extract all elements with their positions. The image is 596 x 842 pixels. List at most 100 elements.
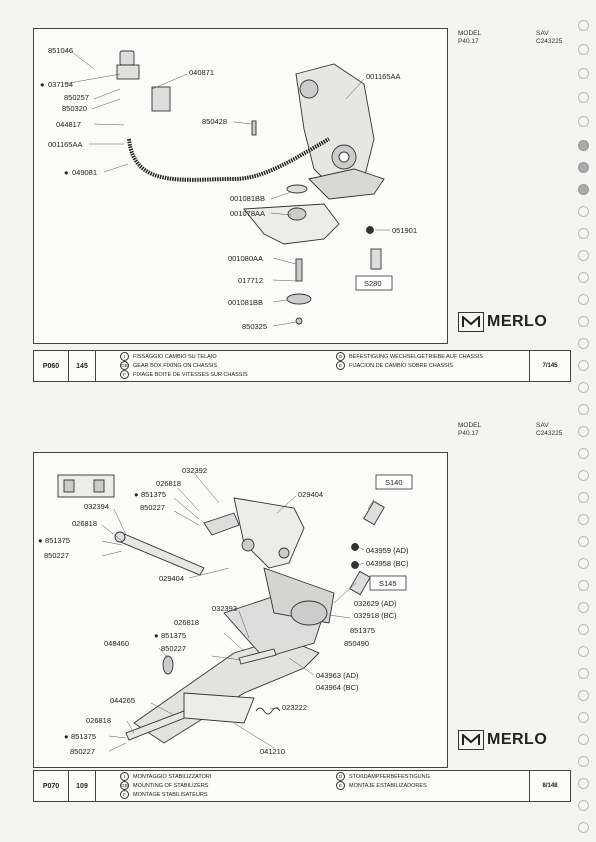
part-label: 001081BB [230,194,265,203]
sav-label: SAV [536,422,549,429]
part-label: 026818 [86,716,111,725]
part-label: 850320 [62,104,87,113]
part-label: 043959 (AD) [366,546,409,555]
bracket [116,64,140,80]
footer-1: P060 145 I FISSAGGIO CAMBIO SU TELAIO GB G… [33,350,571,382]
part-label: 851375 [141,490,166,499]
part-label: 001165AA [366,72,400,81]
binder-holes [576,0,592,842]
dot-043958 [351,561,359,569]
connector-label: S140 [385,478,403,487]
brand-name: MERLO [487,731,548,748]
model-label: MODEL [458,30,482,37]
part-label: 851375 [161,631,186,640]
lang-code: GB [120,361,129,370]
part-label: 026818 [72,519,97,528]
caption: GEAR BOX FIXING ON CHASSIS [133,362,218,369]
footer-number: 145 [69,351,96,381]
connector-label: S280 [364,279,382,288]
part-label: 850227 [140,503,165,512]
footer-code: P070 [34,771,69,801]
part-label: 048460 [104,639,129,648]
model-value: P40.17 [458,38,479,45]
part-label: 043963 (AD) [316,671,359,680]
lang-code: E [336,361,345,370]
lang-code: F [120,790,129,799]
lang-code: D [336,772,345,781]
connector-label: S145 [379,579,397,588]
lang-code: D [336,352,345,361]
model-label: MODEL [458,422,482,429]
part-label: 026818 [156,479,181,488]
part-label: 032394 [84,502,109,511]
part-label: 001080AA [228,254,263,263]
footer-code: P060 [34,351,69,381]
sensor-box [151,86,171,112]
part-label: 850428 [202,117,227,126]
model-block: MODEL P40.17 [458,30,481,46]
washer [162,655,174,675]
sav-block: SAV C243225 [536,30,562,46]
sheet-1: MODEL P40.17 SAV C243225 [0,0,596,400]
part-label: 044817 [56,120,81,129]
part-label: 851046 [48,46,73,55]
merlo-mark-icon [458,730,484,750]
part-label: 850490 [344,639,369,648]
footer-page: 8/148 [529,771,570,801]
lang-code: I [120,772,129,781]
part-label: 851375 [71,732,96,741]
caption: MONTAGGIO STABILIZZATORI [133,773,212,780]
caption: BEFESTIGUNG WECHSELGETRIEBE AUF CHASSIS [349,353,483,360]
sav-label: SAV [536,30,549,37]
part-label: 851375 [45,536,70,545]
part-label: 041210 [260,747,285,756]
spring-023222 [255,707,281,715]
spring-hose [127,137,330,182]
merlo-logo: MERLO [458,312,547,332]
sav-value: C243225 [536,38,563,45]
part-label: 850227 [70,747,95,756]
caption: MONTAJE ESTABILIZADORES [349,782,427,789]
part-label: 051901 [392,226,417,235]
merlo-mark-icon [458,312,484,332]
part-label: 032393 [212,604,237,613]
part-label: ● [64,732,69,741]
part-label: 037154 [48,80,73,89]
part-label: 001081BB [228,298,263,307]
chassis-plate [243,203,340,245]
part-label: 032392 [182,466,207,475]
caption: FIJACION DE CAMBIO SOBRE CHASSIS [349,362,453,369]
gearbox-diagram: 851046 ● 037154 850257 850320 044817 001… [40,46,417,331]
caption: STOßDÄMPFERBEFESTIGUNG [349,773,430,780]
caption: MONTAGE STABILISATEURS [133,791,208,798]
footer-captions: I FISSAGGIO CAMBIO SU TELAIO GB GEAR BOX F… [96,351,529,381]
part-label: ● [154,631,159,640]
lang-code: F [120,370,129,379]
part-label: ● [40,80,45,89]
part-label: 026818 [174,618,199,627]
part-label: 043958 (BC) [366,559,409,568]
part-label: 040871 [189,68,214,77]
part-label: 017712 [238,276,263,285]
exploded-drawing-1: 851046 ● 037154 850257 850320 044817 001… [33,28,448,344]
part-label: 850227 [161,644,186,653]
caption: FIXAGE BOITE DE VITESSES SUR CHASSIS [133,371,248,378]
caption: FISSAGGIO CAMBIO SU TELAIO [133,353,217,360]
top-frame [233,497,305,569]
part-label: 850227 [44,551,69,560]
brand-name: MERLO [487,313,548,330]
part-label: ● [64,168,69,177]
part-label: 001078AA [230,209,265,218]
part-label: 032918 (BC) [354,611,397,620]
exploded-drawing-2: 032392 026818 ● 851375 850227 029404 032… [33,452,448,768]
sav-block: SAV C243225 [536,422,562,438]
merlo-logo: MERLO [458,730,547,750]
lang-code: I [120,352,129,361]
footer-number: 109 [69,771,96,801]
part-label: ● [134,490,139,499]
part-label: 049081 [72,168,97,177]
caption: MOUNTING OF STABILIZERS [133,782,209,789]
part-label: 029404 [159,574,184,583]
